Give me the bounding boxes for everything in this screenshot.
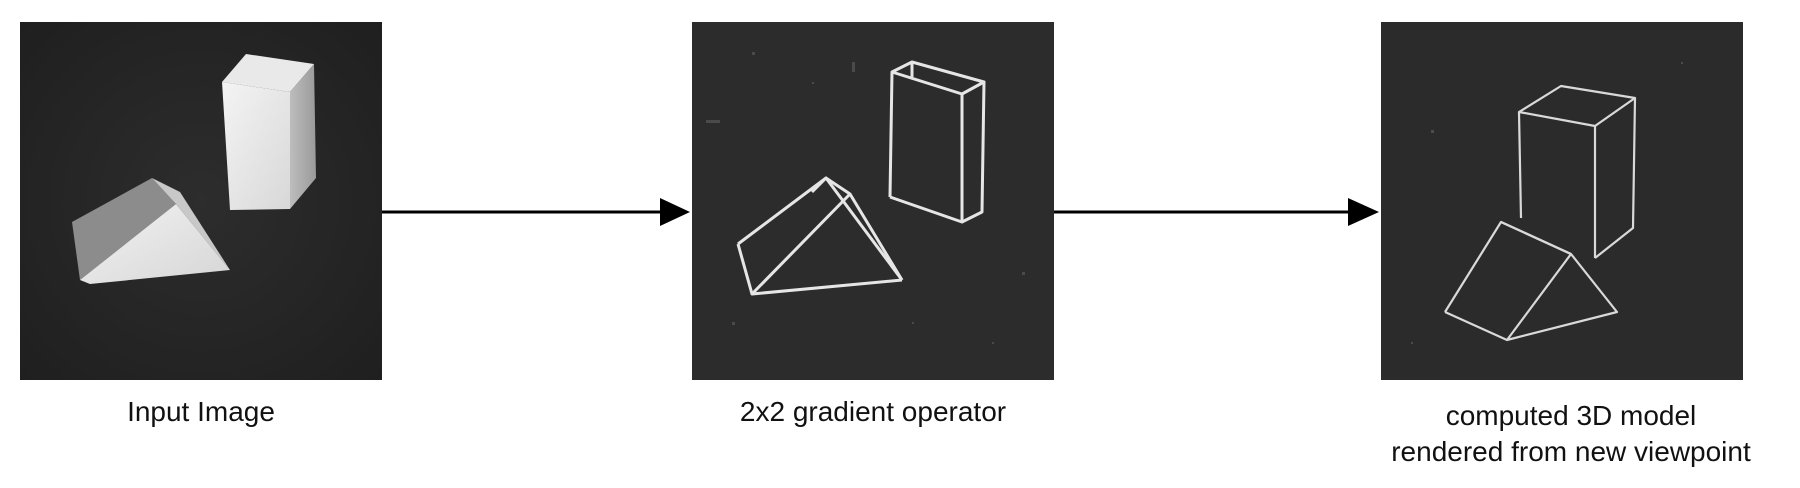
edge-lines [736, 60, 986, 296]
arrow-right [1054, 198, 1379, 226]
input-image-panel [20, 22, 382, 380]
noise-specks [1411, 62, 1683, 344]
rectangular-block [222, 54, 316, 210]
gradient-operator-caption: 2x2 gradient operator [739, 396, 1007, 427]
input-image [20, 22, 382, 380]
model-caption-line-1: computed 3D model [1445, 400, 1697, 431]
model-caption: computed 3D model rendered from new view… [1351, 398, 1791, 470]
noise-specks [706, 52, 1025, 344]
arrow-right [382, 198, 690, 226]
wireframe-model [1381, 22, 1743, 380]
input-image-caption: Input Image [127, 396, 275, 427]
model-render-panel [1381, 22, 1743, 380]
gradient-image-panel [692, 22, 1054, 380]
wireframe-lines [1444, 84, 1637, 342]
gradient-edge-image [692, 22, 1054, 380]
model-caption-line-2: rendered from new viewpoint [1391, 436, 1751, 467]
wedge-block [72, 178, 230, 284]
